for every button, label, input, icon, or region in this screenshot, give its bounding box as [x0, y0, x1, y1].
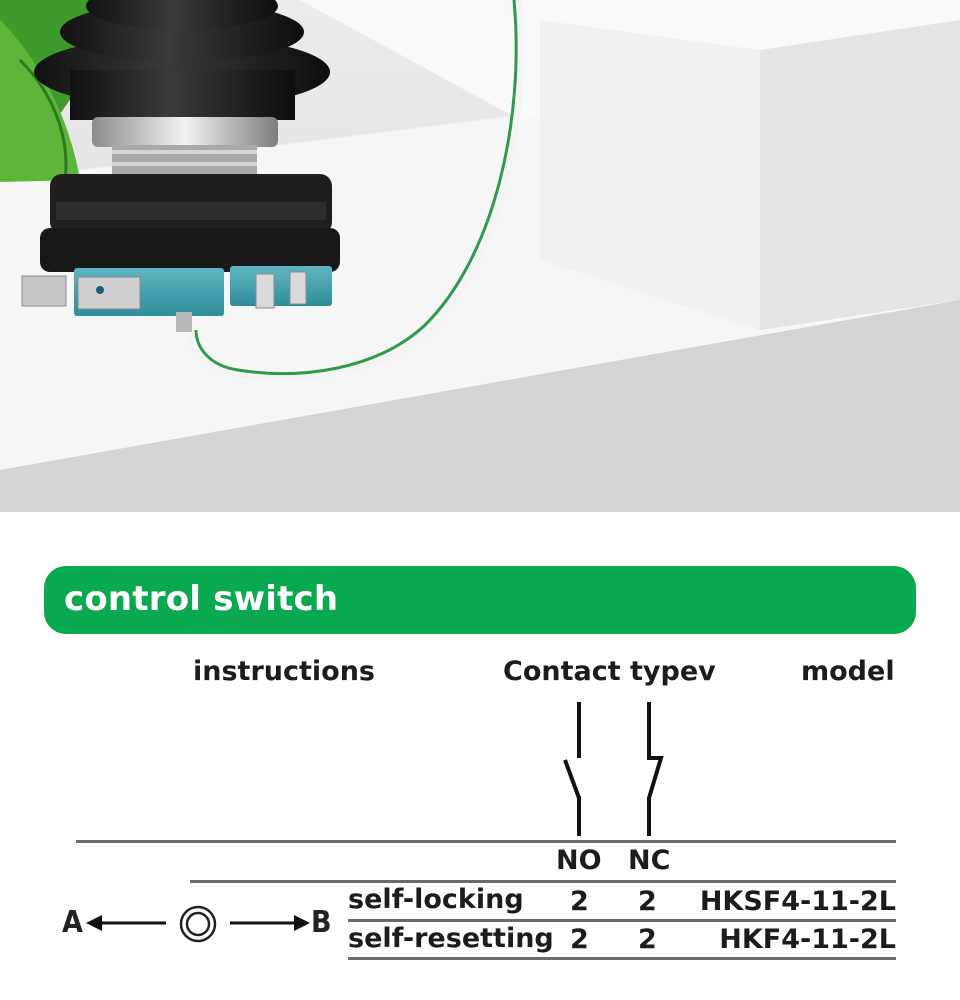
- joystick-switch-photo: [0, 0, 960, 512]
- row2-nc-count: 2: [638, 924, 657, 955]
- instructions-header: instructions: [193, 656, 375, 687]
- direction-label-b: B: [311, 905, 332, 940]
- row2-model: HKF4-11-2L: [719, 924, 896, 955]
- row-mode-self-resetting: self-resetting: [348, 923, 554, 954]
- no-label: NO: [556, 845, 602, 876]
- row1-model: HKSF4-11-2L: [699, 886, 896, 917]
- section-title: control switch: [64, 579, 339, 619]
- nc-label: NC: [628, 845, 671, 876]
- table-header-rule: [190, 880, 896, 883]
- row-mode-self-locking: self-locking: [348, 884, 524, 915]
- direction-label-a: A: [62, 905, 83, 940]
- contact-type-header: Contact typev: [503, 656, 716, 687]
- row1-nc-count: 2: [638, 886, 657, 917]
- table-row-rule: [348, 919, 896, 922]
- product-photo: [0, 0, 960, 512]
- no-contact-symbol-icon: [563, 702, 581, 836]
- table-bottom-rule: [348, 957, 896, 960]
- section-banner: control switch: [44, 566, 916, 634]
- table-top-rule: [76, 840, 896, 843]
- arrow-right-icon: [230, 915, 310, 931]
- model-header: model: [801, 656, 895, 687]
- row1-no-count: 2: [570, 886, 589, 917]
- arrow-left-icon: [86, 915, 166, 931]
- nc-contact-symbol-icon: [647, 702, 664, 836]
- row2-no-count: 2: [570, 924, 589, 955]
- knob-icon: [179, 905, 217, 943]
